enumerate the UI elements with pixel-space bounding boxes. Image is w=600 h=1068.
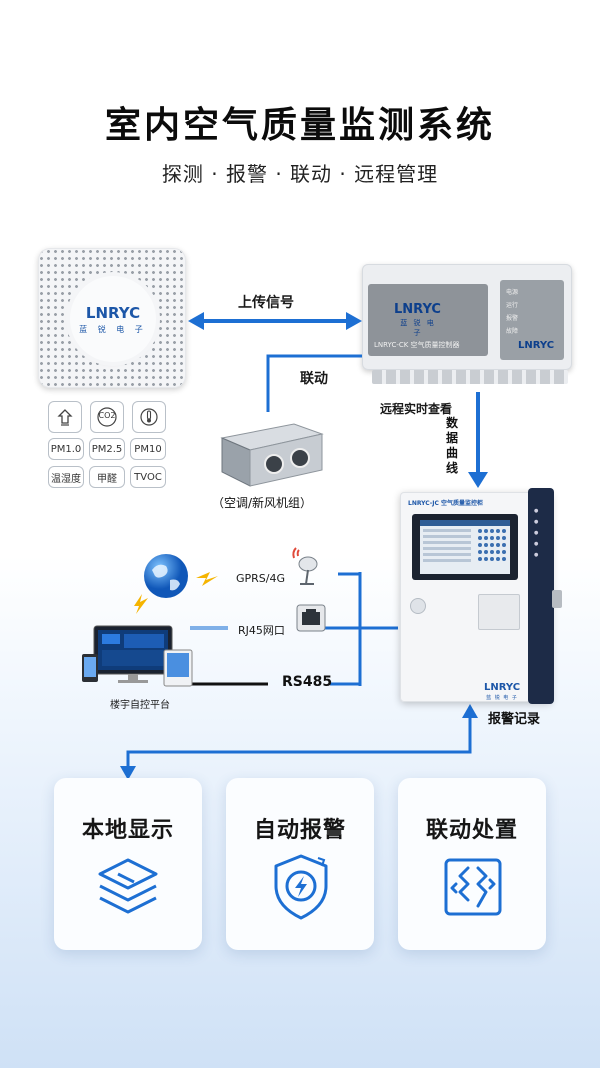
monitor-model: LNRYC-JC 空气质量监控柜	[408, 500, 484, 507]
globe-icon	[144, 554, 188, 598]
feature-chip: PM1.0	[48, 438, 84, 460]
alarm-record-label: 报警记录	[488, 712, 541, 727]
card-local-display: 本地显示	[54, 778, 202, 950]
card-auto-alarm: 自动报警	[226, 778, 374, 950]
controller-panel: LNRYC 蓝 锐 电 子	[368, 284, 488, 356]
indicator-label: 运行	[506, 302, 519, 309]
air-quality-sensor	[38, 248, 186, 388]
printer-slot	[478, 594, 520, 630]
monitor-brand-sub: 蓝 锐 电 子	[486, 695, 518, 701]
card-linkage-disposal: 联动处置	[398, 778, 546, 950]
antenna-icon	[292, 547, 318, 585]
speaker-icon	[410, 598, 426, 614]
bms-platform-icon	[82, 625, 193, 687]
cabinet-door: ●●●●●	[528, 488, 554, 704]
card-title: 联动处置	[425, 818, 518, 843]
card-title: 本地显示	[81, 818, 174, 843]
screen-display	[420, 520, 510, 574]
data-curve-label: 数据曲线	[446, 416, 459, 475]
feature-chip: PM2.5	[89, 438, 125, 460]
ahu-unit-icon	[220, 423, 324, 487]
remote-view-label: 远程实时查看	[380, 402, 453, 416]
temperature-icon	[132, 401, 166, 433]
page-title: 室内空气质量监测系统	[104, 105, 495, 146]
layers-icon	[98, 858, 158, 914]
rj45-label: RJ45网口	[238, 624, 285, 637]
feature-chip: 温湿度	[48, 466, 84, 488]
co2-icon: CO2	[90, 401, 124, 433]
page-subtitle: 探测 · 报警 · 联动 · 远程管理	[161, 162, 439, 186]
indicator-label: 电源	[506, 289, 519, 296]
key-lock-icon	[552, 590, 562, 608]
ahu-label: （空调/新风机组）	[212, 496, 313, 510]
feature-chip: 甲醛	[89, 466, 125, 488]
controller-model: LNRYC-CK 空气质量控制器	[374, 341, 460, 349]
rj45-port-icon	[296, 604, 326, 632]
co2-label: CO2	[98, 411, 116, 420]
sensor-brand: LNRYC	[85, 304, 141, 322]
bms-label: 楼宇自控平台	[110, 700, 170, 711]
formaldehyde-icon	[48, 401, 82, 433]
controller-indicator-panel: 电源 运行 报警 故障 LNRYC	[500, 280, 564, 360]
controller-brand: LNRYC	[394, 302, 441, 317]
indicator-label: 故障	[506, 328, 519, 335]
monitor-brand: LNRYC	[484, 682, 521, 693]
gprs-label: GPRS/4G	[236, 572, 286, 585]
card-title: 自动报警	[253, 818, 346, 843]
indicator-label: 报警	[506, 315, 519, 322]
sensor-logo-disc: LNRYC 蓝 锐 电 子	[70, 276, 156, 362]
rs485-label: RS485	[282, 674, 333, 690]
controller-brand-2: LNRYC	[518, 340, 555, 351]
sensor-brand-sub: 蓝 锐 电 子	[79, 325, 147, 334]
upload-signal-label: 上传信号	[238, 295, 294, 311]
controller-brand-sub: 蓝 锐 电 子	[400, 319, 436, 337]
alarm-shield-icon	[274, 854, 328, 920]
controller-heatsink	[372, 370, 568, 384]
linkage-label: 联动	[300, 371, 328, 387]
feature-chip: TVOC	[130, 466, 166, 488]
feature-chip: PM10	[130, 438, 166, 460]
linkage-icon	[444, 858, 502, 916]
